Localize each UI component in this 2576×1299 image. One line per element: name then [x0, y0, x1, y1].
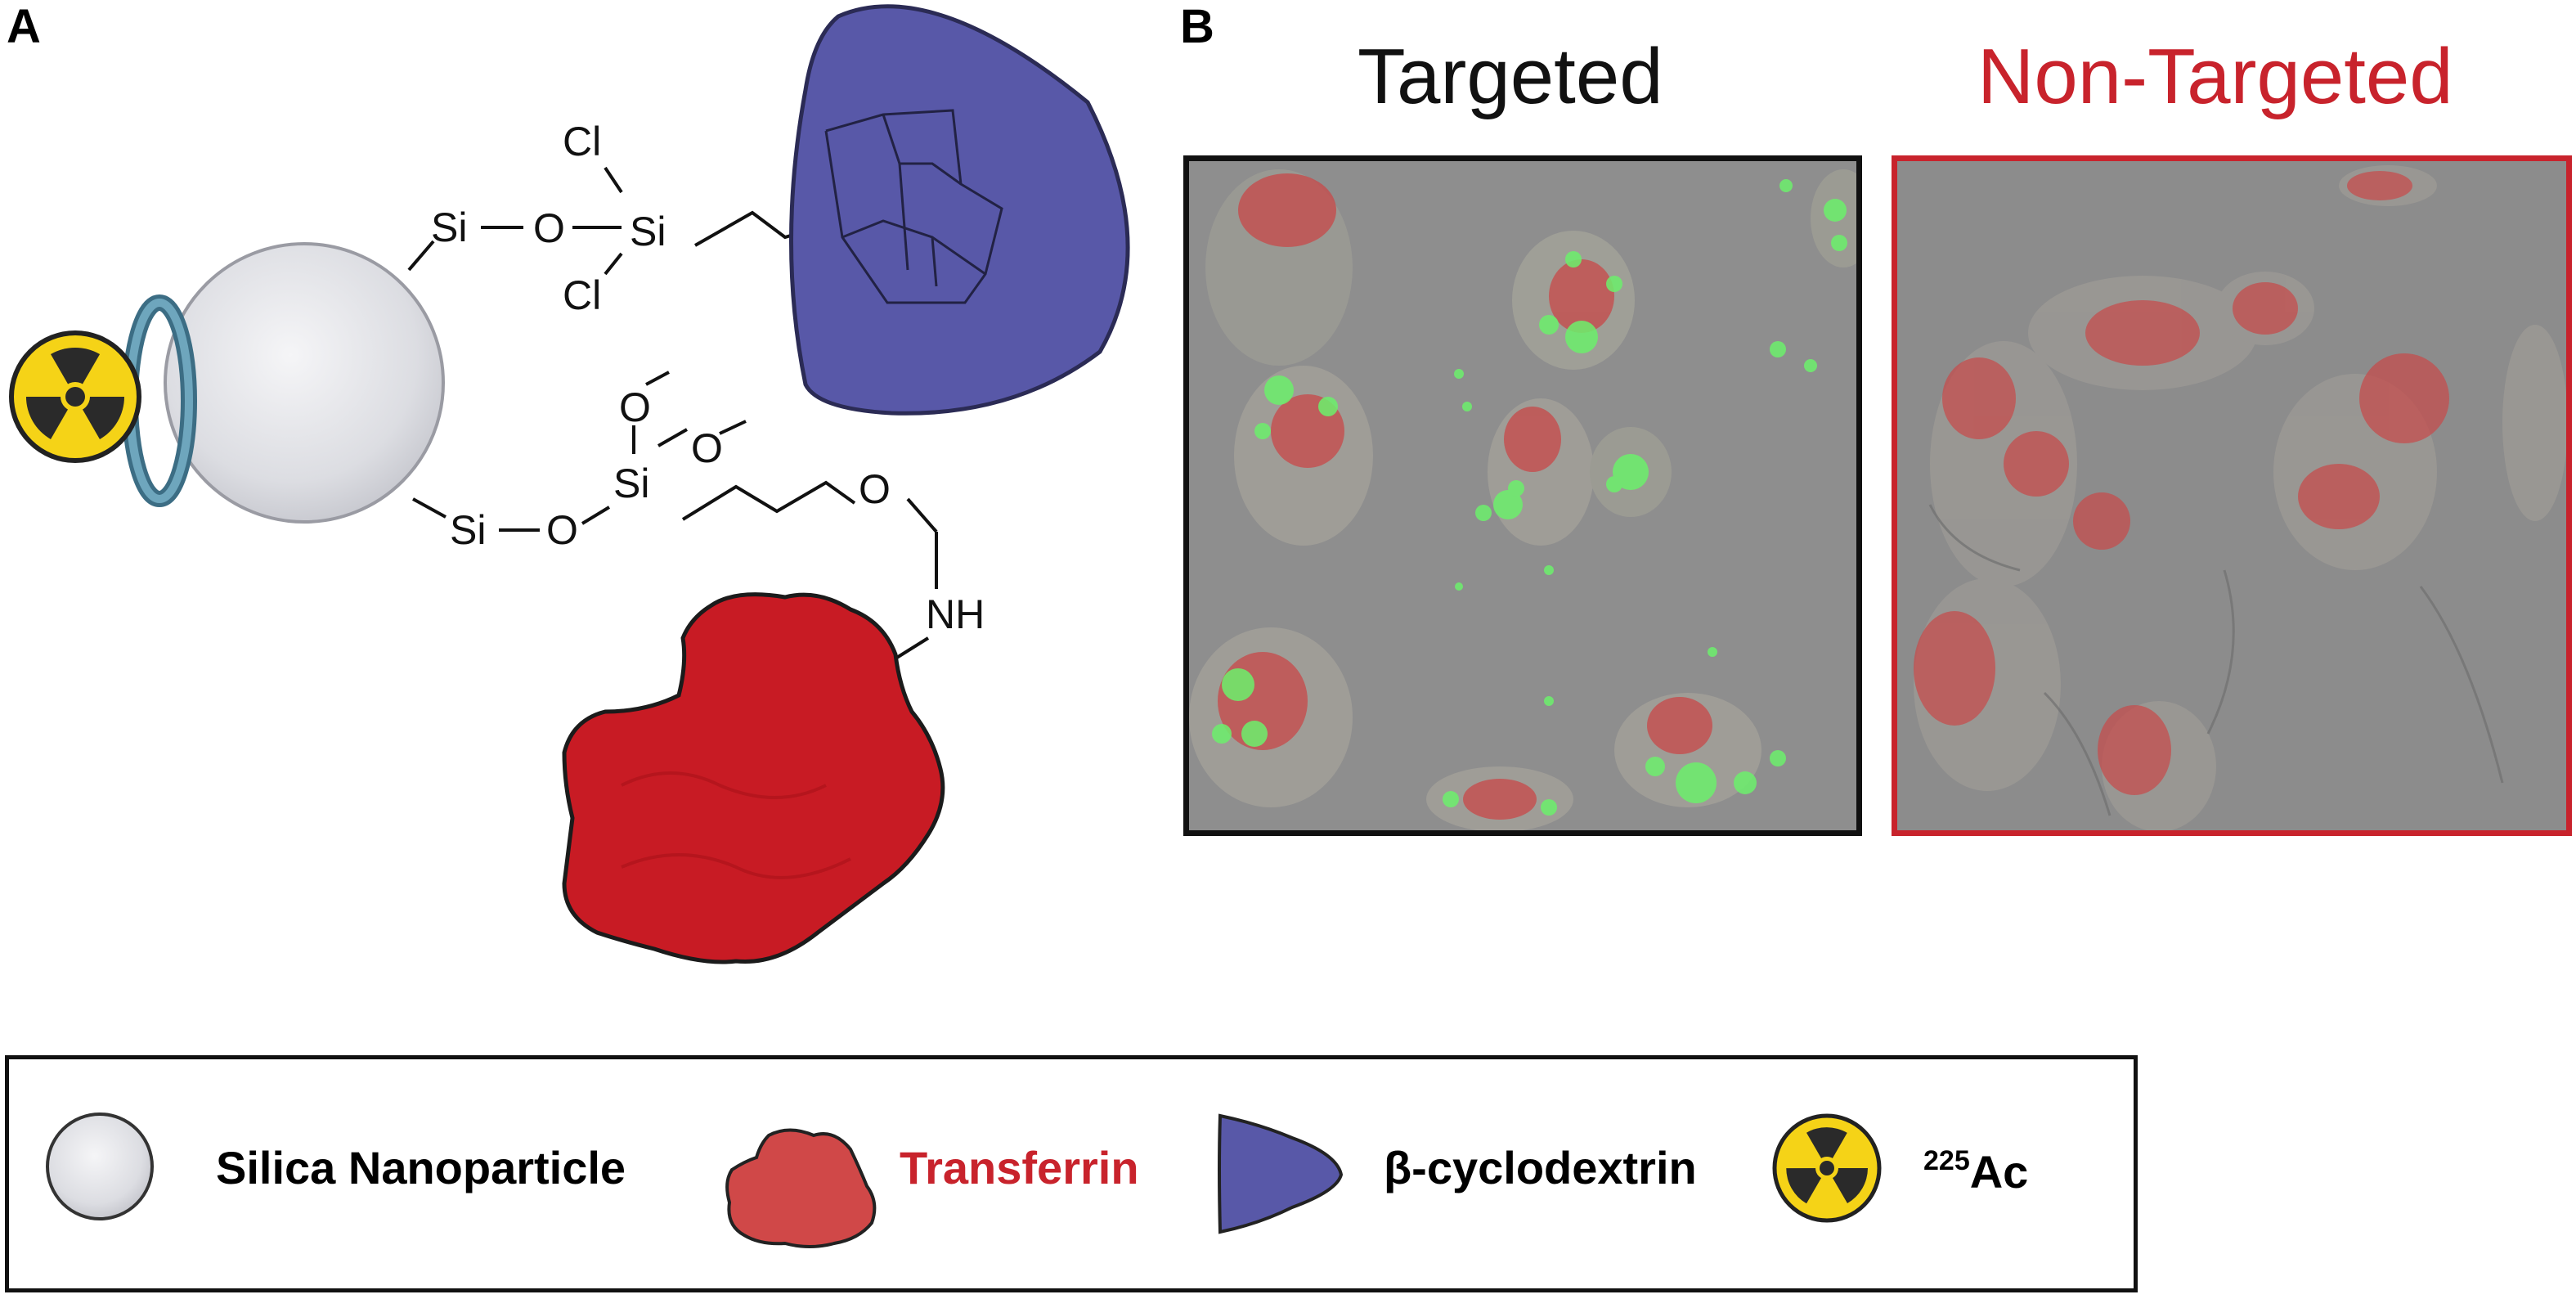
silica-nanoparticle: [164, 242, 445, 524]
chem-o-methoxy2: O: [691, 425, 723, 471]
chem-o-top: O: [533, 205, 565, 251]
radiation-legend-icon: [1772, 1113, 1882, 1223]
chem-o-bottom: O: [546, 507, 578, 553]
panel-b-label: B: [1180, 0, 1214, 53]
targeted-title: Targeted: [1358, 33, 1663, 120]
chem-o-methoxy: O: [619, 384, 651, 430]
methyl-stubs: [645, 371, 747, 435]
top-linker-bonds: [407, 166, 827, 276]
ac-symbol: Ac: [1969, 1146, 2029, 1198]
chem-si-top-left: Si: [431, 205, 467, 250]
radiation-icon: [9, 330, 141, 463]
chem-cl-bottom: Cl: [563, 272, 601, 318]
legend-label-cyclodextrin: β-cyclodextrin: [1384, 1142, 1697, 1193]
targeted-cells: [1189, 161, 1856, 830]
legend-label-silica: Silica Nanoparticle: [216, 1142, 626, 1193]
cyclodextrin-icon: [1218, 1113, 1344, 1234]
legend-label-ac: 225Ac: [1923, 1145, 2028, 1195]
nontargeted-micrograph: [1892, 155, 2572, 836]
legend-label-transferrin: Transferrin: [900, 1142, 1139, 1193]
transferrin-protein: [562, 592, 945, 964]
silica-nanoparticle-icon: [46, 1112, 154, 1220]
chem-o-chain: O: [859, 466, 891, 512]
ac-mass-number: 225: [1923, 1145, 1970, 1176]
cyclodextrin-cone: [789, 4, 1130, 416]
nontargeted-title: Non-Targeted: [1977, 33, 2453, 120]
nontargeted-cells: [1897, 161, 2566, 830]
chem-si-bottom-left: Si: [450, 507, 486, 553]
targeted-micrograph: [1183, 155, 1862, 836]
chem-nh: NH: [926, 591, 985, 637]
panel-a-label: A: [7, 0, 41, 53]
panel-a-schematic: Si O Si Cl Cl Si O Si O O O NH: [9, 4, 1130, 964]
chem-labels: Si O Si Cl Cl Si O Si O O O NH: [431, 119, 985, 637]
chem-si-bottom-right: Si: [613, 461, 649, 506]
bottom-linker-bonds: [412, 425, 938, 660]
chem-cl-top: Cl: [563, 119, 601, 164]
transferrin-icon: [725, 1128, 877, 1248]
chem-si-top-right: Si: [630, 209, 666, 254]
